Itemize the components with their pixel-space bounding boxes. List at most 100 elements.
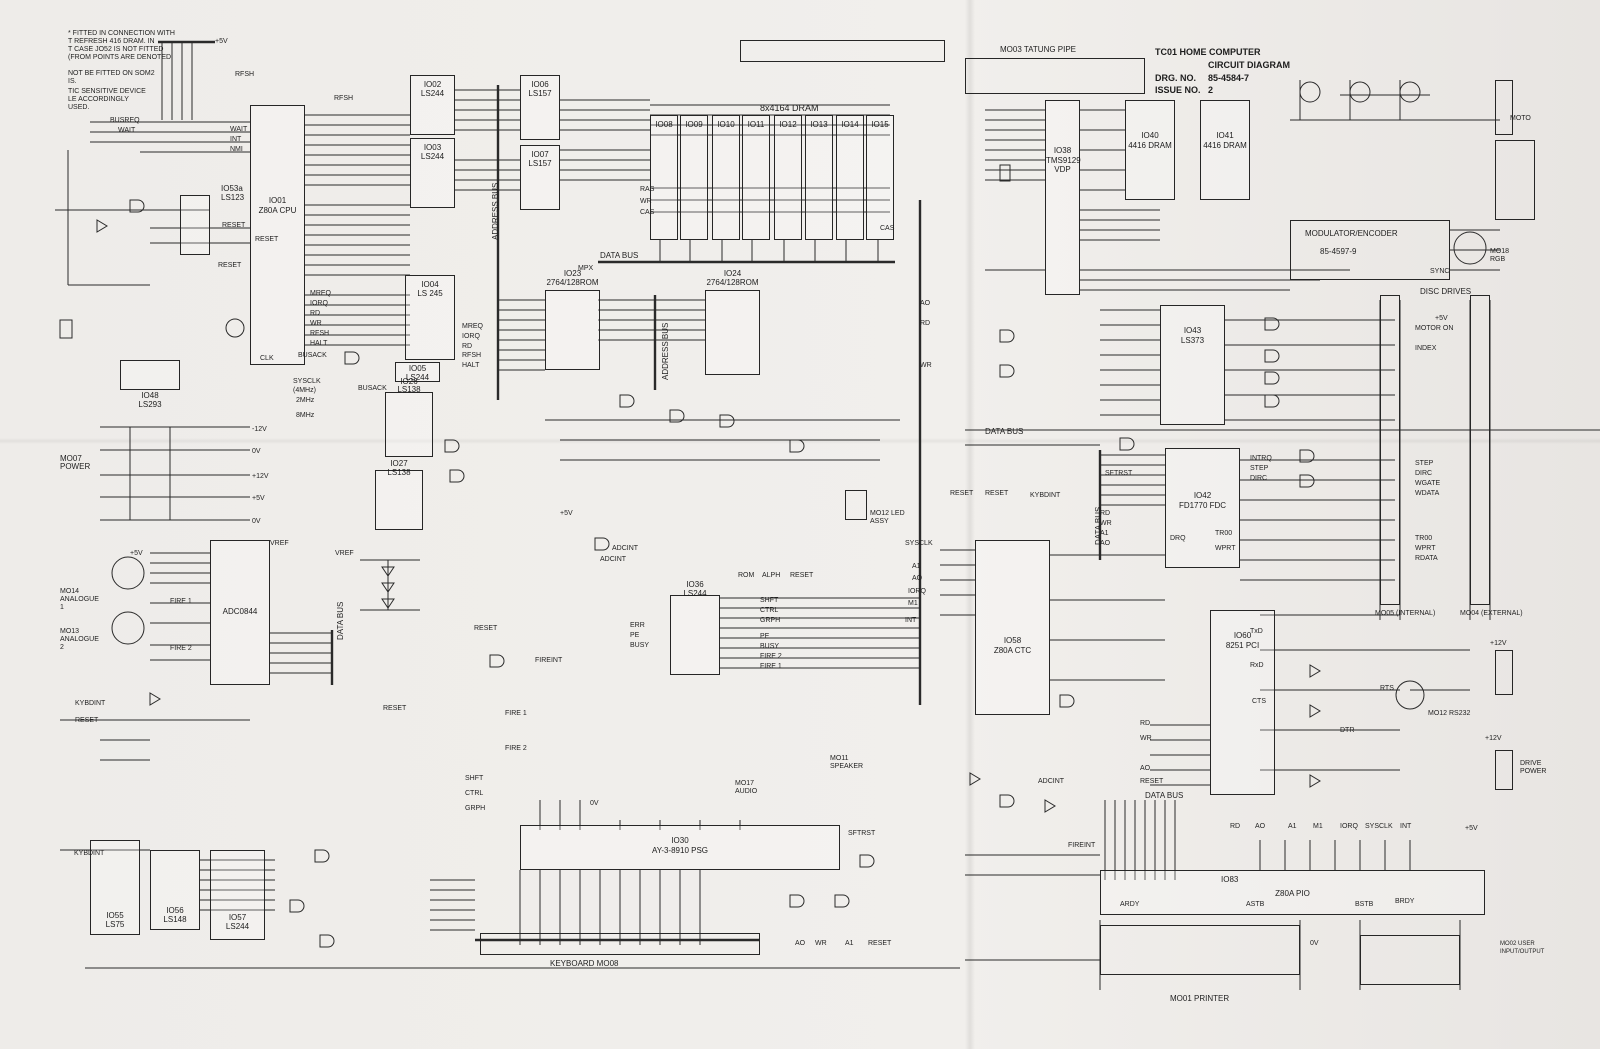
- chip-io02: IO02 LS244: [410, 75, 455, 135]
- edge-connector-top: [740, 40, 945, 62]
- disc-drives-label: DISC DRIVES: [1420, 287, 1472, 296]
- signal-label: RxD: [1250, 662, 1264, 669]
- signal-label: AO: [795, 940, 806, 947]
- signal-label: RFSH: [462, 352, 482, 359]
- chip-part: LS244: [420, 152, 445, 161]
- signal-label: ERR: [630, 622, 645, 629]
- data-bus-label: DATA BUS: [1145, 791, 1184, 800]
- chip-ref: IO83: [1221, 875, 1239, 884]
- chip-ref: IO48: [141, 391, 159, 400]
- chip-ref: IO14: [841, 120, 859, 129]
- signal-label: RESET: [255, 236, 279, 243]
- analogue1-label: MO14 ANALOGUE 1: [60, 588, 99, 611]
- signal-label: INDEX: [1415, 345, 1437, 352]
- signal-label: FIREINT: [1068, 842, 1096, 849]
- chip-part: LS148: [163, 915, 187, 924]
- signal-label: KYBDINT: [1030, 492, 1061, 499]
- signal-label: VREF: [270, 540, 289, 547]
- signal-label: CTRL: [465, 790, 484, 797]
- signal-label: AO: [1255, 823, 1266, 830]
- chip-part: 4416 DRAM: [1128, 141, 1172, 150]
- chip-part: Z80A CTC: [993, 646, 1032, 655]
- chip-ref: ADC0844: [222, 607, 258, 616]
- signal-label: WR: [1140, 735, 1152, 742]
- user-io-connector: [1360, 935, 1460, 985]
- chip-part: FD1770 FDC: [1178, 501, 1227, 510]
- rgb-label: MO18 RGB: [1490, 248, 1510, 263]
- drive-power-connector-2: [1495, 650, 1513, 695]
- chip-ref: IO02: [423, 80, 442, 89]
- signal-label: BUSY: [630, 642, 650, 649]
- chip-ref: IO43: [1183, 326, 1202, 335]
- signal-label: 2MHz: [296, 397, 315, 404]
- dram-chip: IO09: [680, 115, 708, 240]
- speaker-label: MO11 SPEAKER: [830, 755, 864, 770]
- note-line: LE ACCORDINGLY: [68, 96, 129, 103]
- chip-ref: IO60: [1233, 631, 1252, 640]
- note-line: NOT BE FITTED ON SOM2: [68, 70, 155, 77]
- signal-label: TxD: [1250, 628, 1263, 635]
- keyboard-label: KEYBOARD MO08: [550, 959, 619, 968]
- signal-label: DIRC: [1415, 470, 1433, 477]
- signal-label: CAS: [880, 225, 895, 232]
- chip-part: 8251 PCI: [1225, 641, 1260, 650]
- chip-ref: IO58: [1003, 636, 1022, 645]
- chip-ref: IO15: [871, 120, 889, 129]
- printer-connector: [1100, 925, 1300, 975]
- note-line: TIC SENSITIVE DEVICE: [68, 88, 146, 95]
- signal-label: RAS: [640, 186, 655, 193]
- chip-part: LS244: [225, 922, 250, 931]
- signal-label: RTS: [1380, 685, 1394, 692]
- dram-chip: IO15: [866, 115, 894, 240]
- signal-label: HALT: [310, 340, 328, 347]
- signal-label: HALT: [462, 362, 480, 369]
- chip-part: LS244: [683, 589, 707, 598]
- chip-ref: IO36: [686, 580, 704, 589]
- note-line: (FROM POINTS ARE DENOTED: [68, 54, 172, 61]
- chip-ref: IO55: [106, 911, 124, 920]
- signal-label: RESET: [985, 490, 1009, 497]
- signal-label: CTRL: [760, 607, 779, 614]
- tatung-pipe-label: MO03 TATUNG PIPE: [1000, 45, 1077, 54]
- chip-io05: IO05 LS244: [395, 362, 440, 382]
- chip-part: TMS9129 VDP: [1046, 156, 1081, 174]
- modulator-label: MODULATOR/ENCODER: [1305, 229, 1398, 238]
- signal-label: RESET: [790, 572, 814, 579]
- chip-part: LS244: [420, 89, 445, 98]
- chip-part: LS138: [387, 468, 411, 477]
- signal-label: ADCINT: [600, 556, 627, 563]
- signal-label: RESET: [383, 705, 407, 712]
- audio-label: MO17 AUDIO: [735, 780, 758, 795]
- chip-io30: IO30 AY-3-8910 PSG: [520, 825, 840, 870]
- signal-label: SYSCLK: [293, 378, 321, 385]
- signal-label: SYSCLK: [1365, 823, 1393, 830]
- power-label: +12V: [1485, 735, 1502, 742]
- signal-label: KYBDINT: [74, 850, 105, 857]
- chip-part: LS157: [528, 159, 552, 168]
- chip-io40: IO40 4416 DRAM: [1125, 100, 1175, 200]
- signal-label: SYNC: [1430, 268, 1450, 275]
- signal-label: GRPH: [760, 617, 781, 624]
- chip-io23: IO23 2764/128ROM: [545, 269, 600, 370]
- chip-ref: IO57: [228, 913, 247, 922]
- signal-label: RESET: [868, 940, 892, 947]
- signal-label: MOTOR ON: [1415, 325, 1454, 332]
- signal-label: WR: [815, 940, 827, 947]
- signal-label: SHFT: [465, 775, 484, 782]
- note-line: USED.: [68, 104, 90, 111]
- chip-ref: IO41: [1216, 131, 1234, 140]
- chip-ref: IO13: [810, 120, 828, 129]
- signal-label: FIRE 1: [505, 710, 527, 717]
- signal-label: ADCINT: [612, 545, 639, 552]
- note-line: T CASE JO52 IS NOT FITTED: [68, 46, 164, 53]
- dram-chip: IO12: [774, 115, 802, 240]
- signal-label: FIREINT: [535, 657, 563, 664]
- chip-ref: IO26: [400, 377, 418, 386]
- chip-ref: IO23: [563, 269, 582, 278]
- signal-label: SFTRST: [848, 830, 876, 837]
- schematic-subtitle: CIRCUIT DIAGRAM: [1208, 60, 1290, 70]
- signal-label: WPRT: [1415, 545, 1436, 552]
- signal-label: IORQ: [462, 333, 480, 340]
- dram-label: 8x4164 DRAM: [760, 103, 819, 113]
